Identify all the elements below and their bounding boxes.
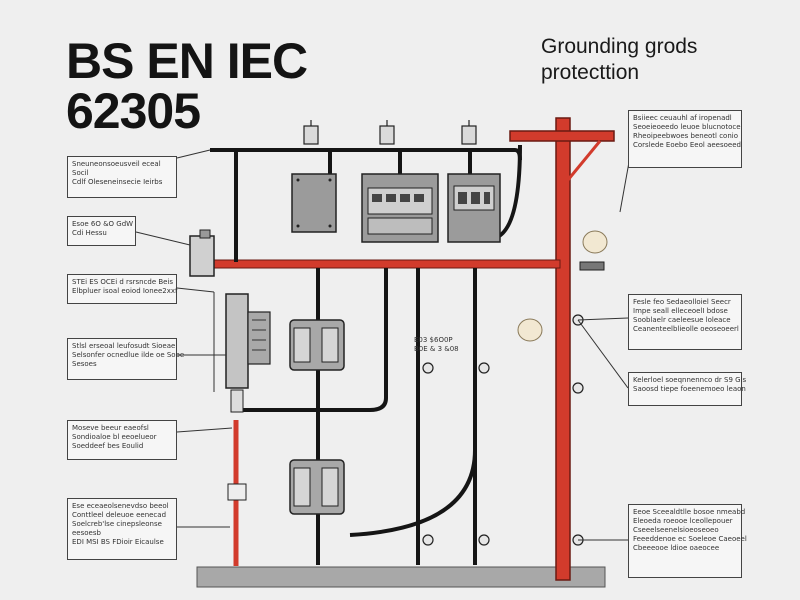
ground-strip: [196, 566, 606, 588]
grounding-bus: [209, 259, 561, 269]
callout-left-5: Moseve beeur eaeofsl Sondioaloe bl eeoel…: [67, 420, 177, 460]
junction-box: [291, 173, 337, 233]
grounding-mast: [555, 117, 571, 581]
subtitle-line-2: protecttion: [541, 61, 640, 84]
mid-label-line-2: B0E & 3 &08: [414, 345, 459, 353]
callout-right-4: Eeoe Sceealdtlle bosoe nmeabd Eleoeda ro…: [628, 504, 747, 578]
callout-leaders: [135, 139, 634, 541]
clamp-device: [189, 229, 215, 277]
title-line-2: 62305: [66, 83, 201, 139]
breaker-panel-icon: [447, 173, 501, 243]
callout-left-6: Ese eceaeolsenevdso beeol Conttleel dele…: [67, 498, 177, 560]
grounding-brace: [561, 140, 602, 187]
subtitle: Grounding grods protecttion: [541, 34, 697, 86]
mid-label-line-1: E03 $6O0P: [414, 336, 453, 344]
mid-label: E03 $6O0P B0E & 3 &08: [414, 336, 459, 354]
meter-panel-icon: [361, 173, 439, 243]
light-bulb-icon: [579, 230, 608, 271]
callout-left-3: STEi ES OCEi d rsrsncde Beis Elbpluer is…: [67, 274, 177, 304]
grounding-crossarm: [509, 130, 615, 142]
conductors: [210, 144, 522, 565]
disconnect-switch-icon: [289, 319, 345, 515]
callout-right-2: Fesle feo Sedaeolloiel Seecr Impe seall …: [628, 294, 742, 350]
insulator-icon: [303, 120, 477, 145]
title-line-1: BS EN IEC: [66, 33, 308, 89]
surge-arrester: [225, 293, 271, 501]
standard-title: BS EN IEC 62305: [66, 33, 308, 139]
callout-right-3: Kelerloel soeqnnennco dr S9 Gls Saoosd t…: [628, 372, 746, 406]
light-bulb-icon: [517, 318, 543, 342]
callout-left-4: Stlsl erseoal leufosudt Sioeae Selsonfer…: [67, 338, 184, 380]
callout-left-1: Sneuneonsoeusveil eceal Socil Cdlf Olese…: [67, 156, 177, 198]
callout-left-2: Esoe 6O &O GdW Cdi Hessu: [67, 216, 136, 246]
subtitle-line-1: Grounding grods: [541, 35, 698, 58]
callout-right-1: Bsiieec ceuauhl af iropenadl Seoeieoeedo…: [628, 110, 742, 168]
